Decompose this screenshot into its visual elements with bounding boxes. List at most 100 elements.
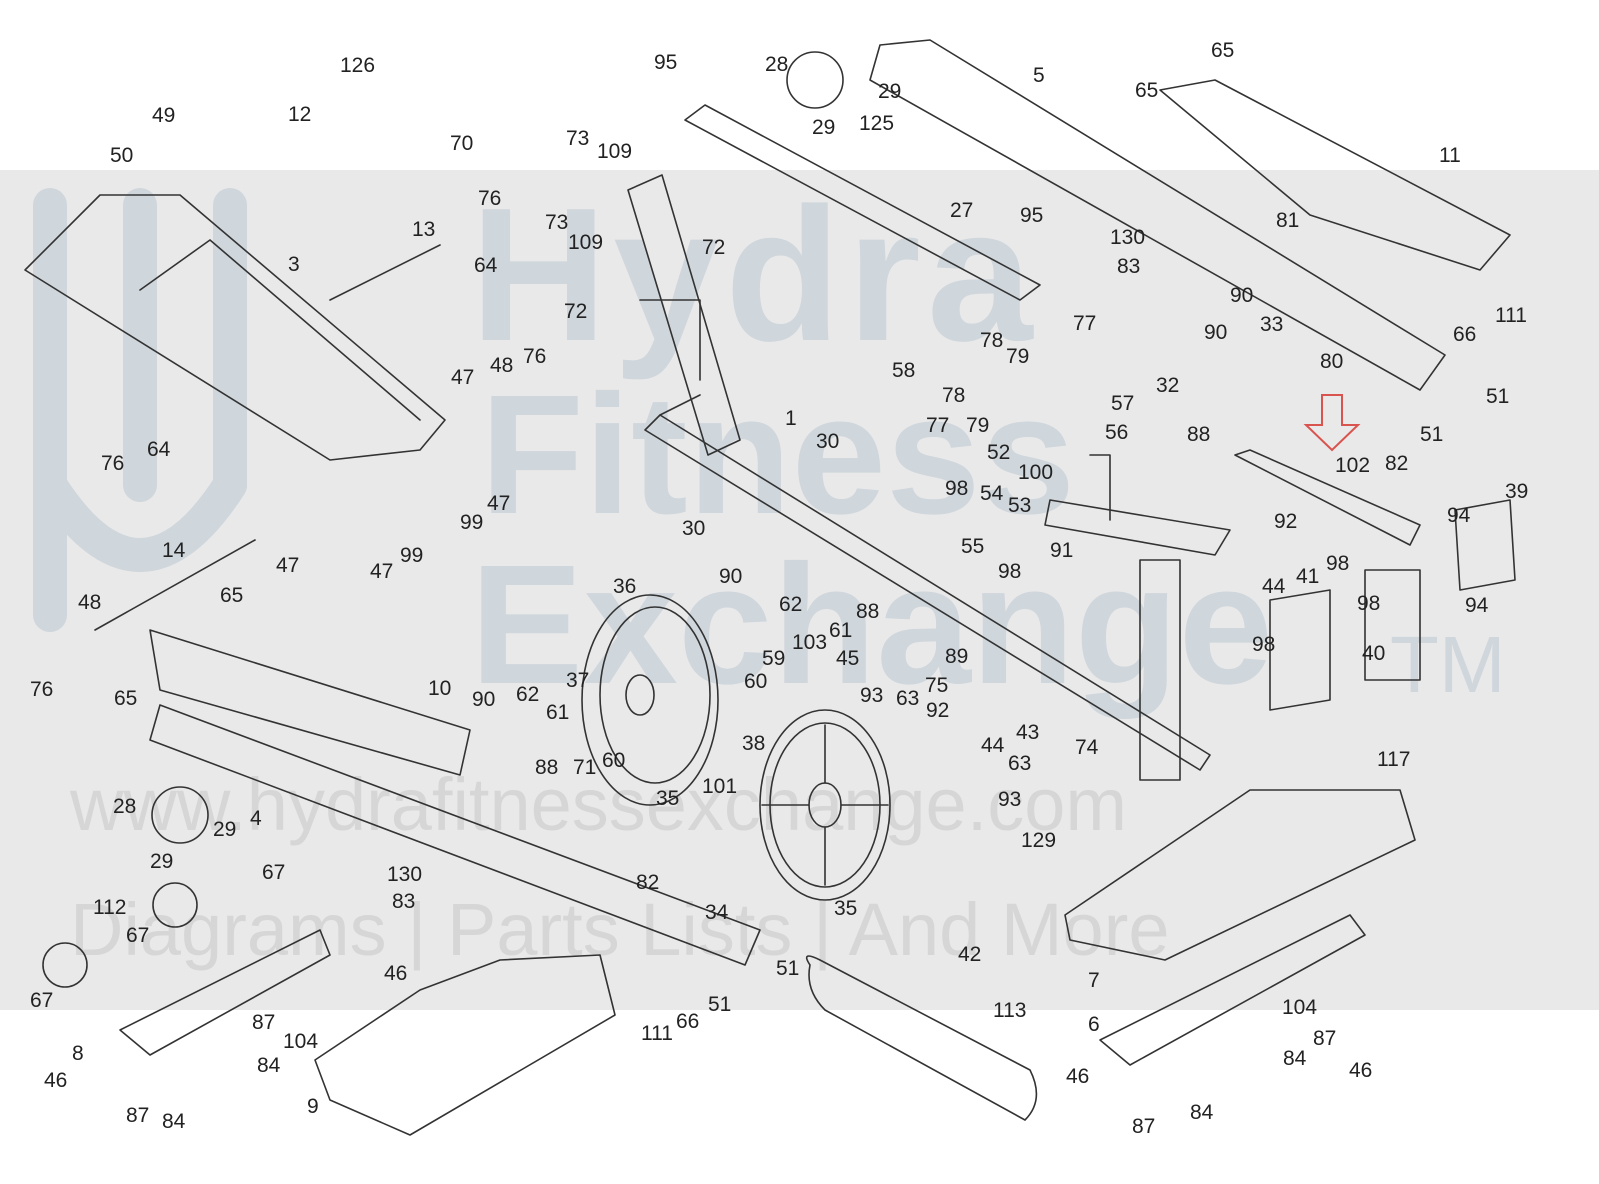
callout-64b: 64: [147, 438, 171, 461]
callout-109: 109: [597, 140, 633, 163]
callout-67c: 67: [30, 989, 54, 1012]
callout-84: 84: [257, 1054, 281, 1077]
callout-1: 1: [785, 407, 797, 430]
callout-84d: 84: [1190, 1101, 1214, 1124]
watermark-logo-icon: [33, 188, 247, 632]
callout-95: 95: [654, 51, 678, 74]
callout-98d: 98: [1357, 592, 1381, 615]
callout-65b: 65: [1135, 79, 1159, 102]
callout-51b: 51: [1420, 423, 1444, 446]
callout-59: 59: [762, 647, 786, 670]
callout-92b: 92: [926, 699, 950, 722]
callout-67b: 67: [126, 924, 150, 947]
callout-35: 35: [656, 787, 680, 810]
callout-72: 72: [702, 236, 726, 259]
callout-92: 92: [1274, 510, 1298, 533]
callout-87: 87: [252, 1011, 276, 1034]
callout-3: 3: [288, 253, 300, 276]
pedal-arm-11-part: [1159, 79, 1511, 271]
callout-9: 9: [307, 1095, 319, 1118]
callout-70: 70: [450, 132, 474, 155]
watermark-line-1: Hydra: [470, 169, 1039, 381]
callout-43: 43: [1016, 721, 1040, 744]
callout-62: 62: [779, 593, 803, 616]
callout-33: 33: [1260, 313, 1284, 336]
callout-63: 63: [896, 687, 920, 710]
callout-51: 51: [1486, 385, 1510, 408]
callout-83b: 83: [392, 890, 416, 913]
wheel-112b-part: [42, 942, 88, 988]
callout-90c: 90: [719, 565, 743, 588]
belt-113-part: [805, 955, 1038, 1121]
callout-11: 11: [1439, 144, 1461, 167]
watermark-trademark: TM: [1390, 620, 1506, 709]
callout-125: 125: [859, 112, 895, 135]
callout-90: 90: [1230, 284, 1254, 307]
shroud-9-part: [314, 954, 616, 1136]
callout-44b: 44: [981, 734, 1005, 757]
callout-32: 32: [1156, 374, 1180, 397]
callout-126: 126: [340, 54, 376, 77]
callout-63b: 63: [1008, 752, 1032, 775]
enclosure-41-part: [1269, 589, 1331, 711]
callout-29d: 29: [150, 850, 174, 873]
callout-46c: 46: [1349, 1059, 1373, 1082]
callout-58: 58: [892, 359, 916, 382]
callout-30b: 30: [682, 517, 706, 540]
callout-109b: 109: [568, 231, 604, 254]
axle-13-part: [329, 244, 441, 301]
callout-53: 53: [1008, 494, 1032, 517]
wheel-28-part: [786, 51, 844, 109]
wheel-28b-part: [151, 786, 209, 844]
callout-87c: 87: [1313, 1027, 1337, 1050]
callout-111b: 111: [641, 1022, 673, 1045]
callout-91: 91: [1050, 539, 1074, 562]
callout-74: 74: [1075, 736, 1099, 759]
callout-67: 67: [262, 861, 286, 884]
callout-54: 54: [980, 482, 1004, 505]
callout-4: 4: [250, 807, 262, 830]
callout-72b: 72: [564, 300, 588, 323]
base-6-part: [1099, 914, 1366, 1066]
bracket-102-part: [1234, 449, 1421, 546]
callout-90d: 90: [472, 688, 496, 711]
callout-48b: 48: [78, 591, 102, 614]
callout-89: 89: [945, 645, 969, 668]
callout-42: 42: [958, 943, 982, 966]
callout-47d: 47: [370, 560, 394, 583]
callout-82: 82: [1385, 452, 1409, 475]
callout-101: 101: [702, 775, 738, 798]
callout-29b: 29: [812, 116, 836, 139]
callout-29: 29: [878, 80, 902, 103]
callout-47: 47: [451, 366, 475, 389]
callout-88c: 88: [535, 756, 559, 779]
callout-66b: 66: [676, 1010, 700, 1033]
callout-76: 76: [478, 187, 502, 210]
pedal-arm-10-part: [149, 629, 761, 966]
callout-6: 6: [1088, 1013, 1100, 1036]
callout-62b: 62: [516, 683, 540, 706]
callout-45: 45: [836, 647, 860, 670]
callout-65c: 65: [220, 584, 244, 607]
main-frame-part: [627, 174, 1231, 781]
callout-34: 34: [705, 901, 729, 924]
callout-79b: 79: [966, 414, 990, 437]
callout-112: 112: [93, 896, 127, 919]
callout-29c: 29: [213, 818, 237, 841]
callout-52: 52: [987, 441, 1011, 464]
callout-100: 100: [1018, 461, 1054, 484]
pulley-38-part: [759, 709, 891, 901]
callout-61: 61: [829, 619, 853, 642]
callout-61b: 61: [546, 701, 570, 724]
callout-7: 7: [1088, 969, 1100, 992]
callout-78b: 78: [942, 384, 966, 407]
callout-28: 28: [765, 53, 789, 76]
callout-80: 80: [1320, 350, 1344, 373]
callout-88b: 88: [856, 600, 880, 623]
callout-84b: 84: [162, 1110, 186, 1133]
callout-36: 36: [613, 575, 637, 598]
callout-71: 71: [573, 756, 597, 779]
callout-55: 55: [961, 535, 985, 558]
callout-76c: 76: [101, 452, 125, 475]
callout-98c: 98: [1326, 552, 1350, 575]
